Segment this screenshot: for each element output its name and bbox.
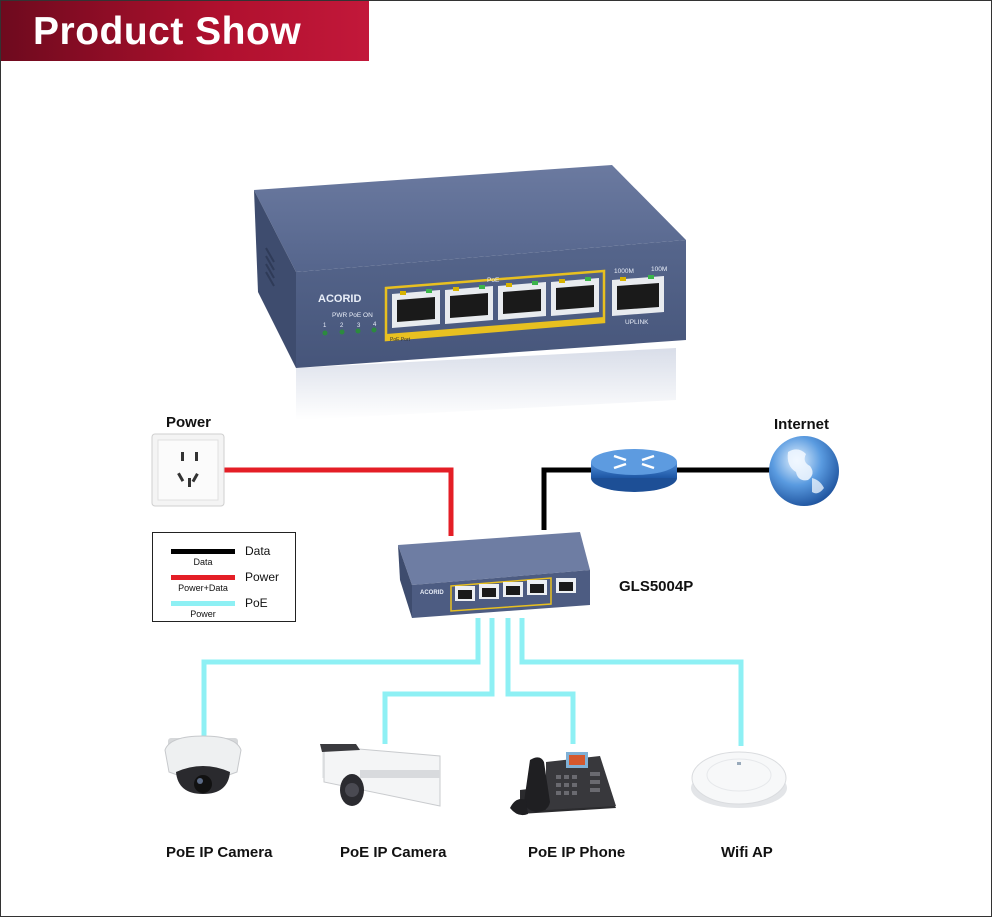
legend-sub-data: Data xyxy=(193,557,213,567)
legend-item-data: Data Data xyxy=(153,544,295,573)
device-label-dome-camera: PoE IP Camera xyxy=(166,844,273,861)
title-banner: Product Show xyxy=(1,1,369,61)
power-label: Power xyxy=(166,414,212,431)
legend-item-power: Power+Data Power xyxy=(153,570,295,599)
banner-title: Product Show xyxy=(33,10,302,53)
power-socket-icon xyxy=(151,433,225,507)
switch-brand: ACORID xyxy=(318,293,361,305)
switch-rj45-ports xyxy=(392,275,664,328)
legend-swatch-power xyxy=(171,575,235,580)
internet-globe-icon xyxy=(769,436,839,506)
legend-swatch-poe xyxy=(171,601,235,606)
device-label-bullet-camera: PoE IP Camera xyxy=(340,844,447,861)
device-label-ip-phone: PoE IP Phone xyxy=(528,844,626,861)
legend-swatch-data xyxy=(171,549,235,554)
switch-led-num-3: 3 xyxy=(357,323,361,329)
legend: Data Data Power+Data Power Power PoE xyxy=(152,532,296,622)
switch-port-strip-label: PoE Port xyxy=(390,337,411,343)
power-line xyxy=(224,467,454,536)
switch-poe-label: PoE xyxy=(487,277,500,284)
svg-text:ACORID: ACORID xyxy=(420,590,444,596)
switch-speed-100: 100M xyxy=(651,266,667,273)
bullet-camera-icon xyxy=(320,744,441,807)
dome-camera-icon xyxy=(164,735,242,794)
legend-item-poe: Power PoE xyxy=(153,596,295,625)
switch-leds xyxy=(322,327,377,336)
wifi-ap-icon xyxy=(691,751,787,808)
switch-uplink-label: UPLINK xyxy=(625,319,649,326)
product-switch-image: ACORID PWR PoE ON 1 2 3 4 PoE PoE Port 1… xyxy=(254,165,686,420)
ip-phone-icon xyxy=(510,752,616,816)
legend-sub-poe: Power xyxy=(190,609,216,619)
legend-name-data: Data xyxy=(245,544,271,558)
small-switch-icon: ACORID xyxy=(398,532,590,618)
data-line xyxy=(541,467,770,530)
model-label: GLS5004P xyxy=(619,578,694,595)
poe-lines xyxy=(201,618,744,746)
switch-speed-1000: 1000M xyxy=(614,268,634,275)
switch-led-labels: PWR PoE ON xyxy=(332,312,373,319)
internet-label: Internet xyxy=(774,416,830,433)
switch-led-num-4: 4 xyxy=(373,322,377,328)
legend-name-poe: PoE xyxy=(245,596,268,610)
switch-led-num-2: 2 xyxy=(340,323,344,329)
switch-led-num-1: 1 xyxy=(323,323,327,329)
legend-sub-power: Power+Data xyxy=(178,583,228,593)
router-icon xyxy=(591,449,677,492)
device-label-wifi-ap: Wifi AP xyxy=(721,844,773,861)
legend-name-power: Power xyxy=(245,570,280,584)
